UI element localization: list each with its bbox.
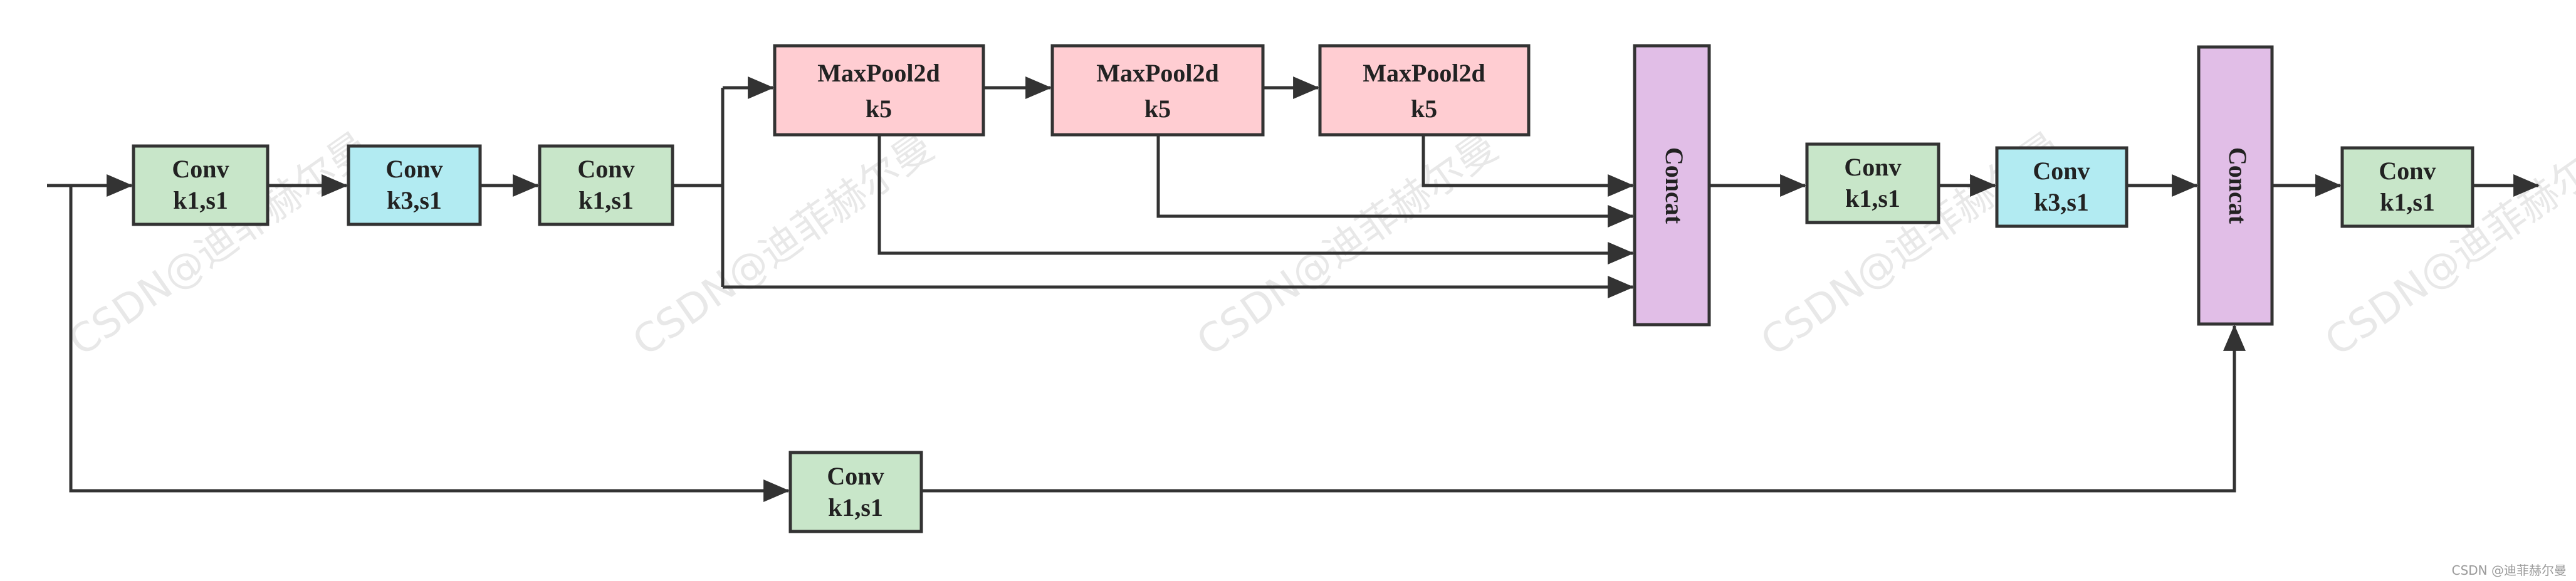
edge-maxpool2-to-concat1 — [1156, 135, 1635, 228]
node-conv6-line1: Conv — [2379, 157, 2436, 185]
node-maxpool2-line1: MaxPool2d — [1096, 59, 1219, 87]
node-conv3-line1: Conv — [577, 155, 634, 183]
edge-input-to-shortcut — [69, 186, 790, 502]
node-maxpool3-line1: MaxPool2d — [1363, 59, 1485, 87]
node-conv5-line2: k3,s1 — [2034, 188, 2089, 216]
node-conv-shortcut-line2: k1,s1 — [828, 493, 883, 521]
node-maxpool1-line2: k5 — [866, 95, 892, 123]
node-conv2-line1: Conv — [385, 155, 442, 183]
node-concat1-label: Concat — [1660, 147, 1689, 224]
node-conv1-line1: Conv — [172, 155, 229, 183]
edge-maxpool1-to-concat1 — [877, 135, 1635, 264]
node-conv1-line2: k1,s1 — [173, 186, 228, 214]
node-conv3[interactable]: Conv k1,s1 — [538, 144, 674, 226]
watermark-text-3: CSDN@迪菲赫尔曼 — [1189, 124, 1506, 366]
node-maxpool1-line1: MaxPool2d — [817, 59, 940, 87]
node-conv4-line2: k1,s1 — [1845, 184, 1900, 212]
edges-layer — [47, 76, 2540, 502]
node-conv-shortcut[interactable]: Conv k1,s1 — [788, 451, 923, 533]
node-maxpool1[interactable]: MaxPool2d k5 — [773, 44, 985, 137]
edge-maxpool3-to-concat1 — [1422, 135, 1635, 197]
node-conv2-line2: k3,s1 — [387, 186, 442, 214]
node-conv5[interactable]: Conv k3,s1 — [1995, 146, 2128, 228]
node-conv-shortcut-line1: Conv — [827, 462, 884, 490]
edge-shortcut-to-concat2 — [921, 324, 2246, 493]
node-maxpool2[interactable]: MaxPool2d k5 — [1050, 44, 1265, 137]
footer-credit: CSDN @迪菲赫尔曼 — [2452, 563, 2567, 578]
node-maxpool3[interactable]: MaxPool2d k5 — [1318, 44, 1531, 137]
node-conv2[interactable]: Conv k3,s1 — [347, 144, 482, 226]
node-concat1[interactable]: Concat — [1633, 44, 1711, 327]
node-concat2[interactable]: Concat — [2197, 45, 2274, 326]
node-maxpool3-line2: k5 — [1411, 95, 1437, 123]
node-conv1[interactable]: Conv k1,s1 — [132, 144, 270, 226]
node-conv3-line2: k1,s1 — [579, 186, 634, 214]
node-conv4[interactable]: Conv k1,s1 — [1805, 142, 1940, 224]
node-concat2-label: Concat — [2224, 147, 2252, 224]
nodes-layer: Conv k1,s1 Conv k3,s1 Conv k1,s1 MaxPool… — [132, 44, 2474, 533]
node-conv6-line2: k1,s1 — [2380, 188, 2435, 216]
node-conv5-line1: Conv — [2033, 157, 2090, 185]
node-conv6[interactable]: Conv k1,s1 — [2340, 146, 2474, 228]
node-conv4-line1: Conv — [1844, 153, 1901, 181]
node-maxpool2-line2: k5 — [1144, 95, 1171, 123]
